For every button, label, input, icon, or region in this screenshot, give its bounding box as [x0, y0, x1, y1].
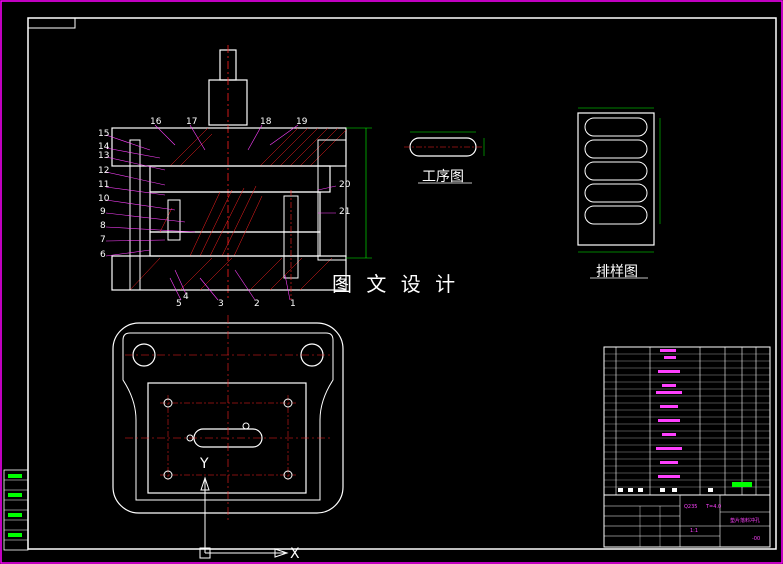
title-scale: 1:1 [690, 528, 698, 534]
corner-box [27, 17, 76, 29]
part-label-5: 5 [176, 299, 182, 309]
part-label-17: 17 [186, 117, 197, 127]
part-label-1: 1 [290, 299, 296, 309]
part-label-7: 7 [100, 235, 106, 245]
title-thickness: T=4.0 [705, 504, 721, 510]
nesting-layout-drawing [577, 107, 661, 279]
part-label-19: 19 [296, 117, 308, 127]
part-label-9: 9 [100, 207, 106, 217]
title-part-name: 垫片落料冲孔 [730, 517, 760, 524]
part-label-16: 16 [150, 117, 162, 127]
part-label-18: 18 [260, 117, 272, 127]
part-label-21: 21 [339, 207, 350, 217]
process-drawing [404, 131, 485, 184]
part-label-11: 11 [98, 180, 109, 190]
part-labels: 15 16 17 18 19 14 13 12 11 10 9 8 7 6 20… [98, 117, 351, 309]
part-label-2: 2 [254, 299, 260, 309]
title-material: Q235 [684, 504, 697, 510]
title-block [603, 494, 771, 548]
die-assembly-section [111, 45, 372, 300]
part-label-12: 12 [98, 166, 109, 176]
side-strip-table [3, 469, 29, 551]
part-label-8: 8 [100, 221, 106, 231]
title-sheet: -00 [752, 536, 760, 542]
ucs-axis-icon [199, 476, 289, 559]
axis-y-label: Y [199, 456, 209, 472]
die-plan-view [112, 315, 344, 520]
part-label-15: 15 [98, 129, 109, 139]
part-label-4: 4 [183, 292, 189, 302]
part-label-3: 3 [218, 299, 224, 309]
drawing-frame [27, 17, 777, 550]
part-label-13: 13 [98, 151, 109, 161]
nesting-layout-caption: 排样图 [596, 264, 638, 280]
part-label-10: 10 [98, 194, 110, 204]
bom-table [603, 346, 771, 496]
process-drawing-caption: 工序图 [422, 169, 464, 185]
axis-x-label: X [290, 546, 300, 562]
part-label-6: 6 [100, 250, 106, 260]
watermark-text: 图 文 设 计 [332, 272, 459, 296]
part-label-20: 20 [339, 180, 351, 190]
part-label-14: 14 [98, 142, 110, 152]
leader-lines [105, 124, 337, 301]
